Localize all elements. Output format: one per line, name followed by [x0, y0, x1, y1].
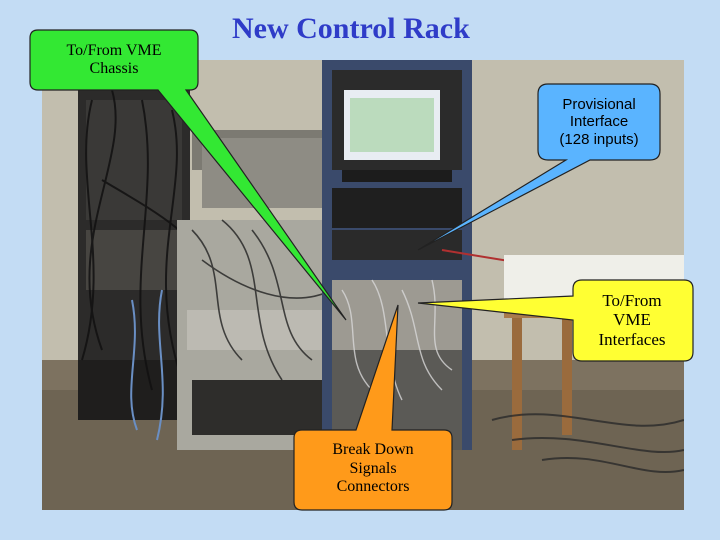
- breakdown-line-3: Connectors: [336, 478, 410, 496]
- vme-chassis-line-2: Chassis: [89, 60, 139, 77]
- breakdown-connectors-callout: Break Down Signals Connectors: [296, 430, 450, 508]
- provisional-interface-callout: Provisional Interface (128 inputs): [540, 84, 658, 160]
- vme-interfaces-callout: To/From VME Interfaces: [573, 280, 691, 360]
- vme-chassis-callout: To/From VME Chassis: [30, 32, 198, 88]
- vme-interfaces-line-2: VME: [613, 310, 651, 330]
- vme-interfaces-line-3: Interfaces: [598, 329, 666, 349]
- slide-title: New Control Rack: [232, 12, 470, 45]
- provisional-line-3: (128 inputs): [559, 130, 639, 148]
- breakdown-line-1: Break Down: [332, 441, 414, 459]
- vme-interfaces-line-1: To/From: [602, 290, 662, 310]
- vme-chassis-line-1: To/From VME: [66, 41, 162, 59]
- provisional-line-1: Provisional: [562, 96, 636, 114]
- provisional-line-2: Interface: [569, 113, 629, 131]
- breakdown-line-2: Signals: [349, 459, 397, 477]
